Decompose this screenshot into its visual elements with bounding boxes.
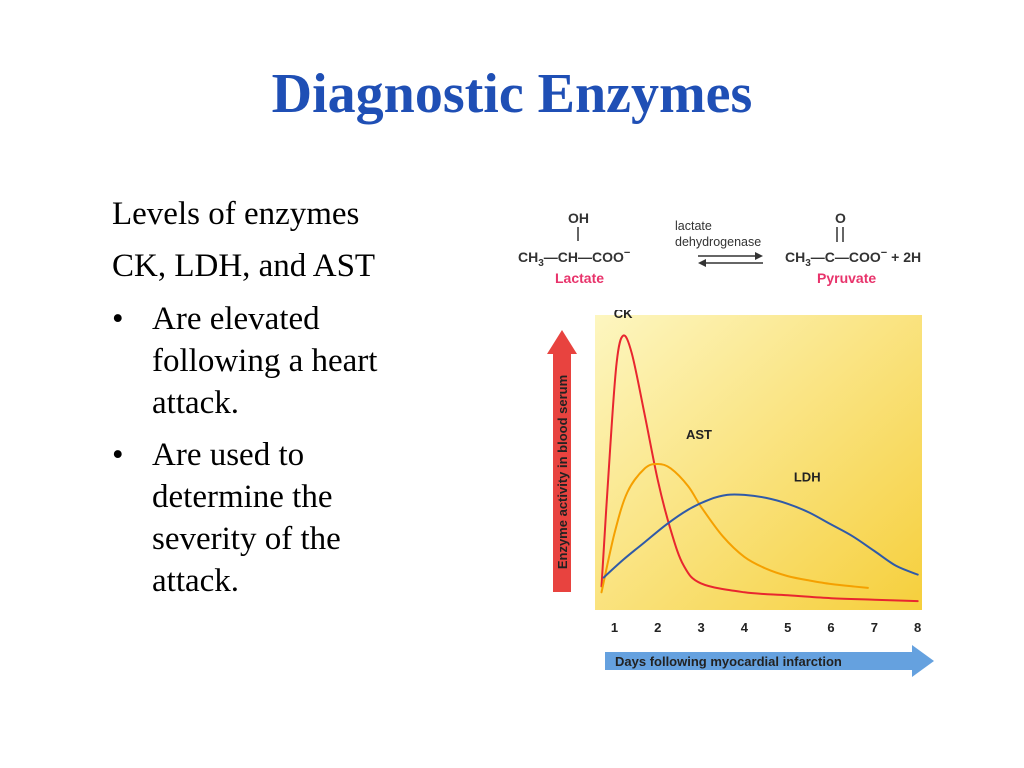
slide-title: Diagnostic Enzymes — [271, 63, 753, 125]
bullet-1-line-2: following a heart — [152, 343, 378, 379]
intro-line-2: CK, LDH, and AST — [112, 248, 376, 284]
y-axis-label: Enzyme activity in blood serum — [555, 375, 570, 569]
x-tick-label: 7 — [871, 620, 878, 635]
x-arrow-head — [912, 645, 934, 677]
bullet-1-line-3: attack. — [152, 385, 240, 421]
x-tick-label: 1 — [611, 620, 618, 635]
intro-line-1: Levels of enzymes — [112, 196, 360, 232]
bullet-list: • Are elevated following a heart attack.… — [112, 298, 452, 602]
lactate-formula-rest: —CH—COO — [544, 249, 624, 265]
bullet-dot: • — [112, 437, 124, 473]
x-tick-label: 6 — [827, 620, 834, 635]
x-tick-label: 8 — [914, 620, 921, 635]
series-label-ast: AST — [686, 427, 712, 442]
series-group — [600, 334, 919, 603]
x-tick-label: 3 — [697, 620, 704, 635]
pyruvate-formula-2h: + 2H — [887, 249, 921, 265]
x-tick-labels: 1 2 3 4 5 6 7 8 — [611, 620, 921, 635]
series-label-ldh: LDH — [794, 470, 821, 485]
bullet-2-line-2: determine the — [152, 479, 333, 515]
bullet-1-line-1: Are elevated — [152, 301, 320, 337]
x-axis-label: Days following myocardial infarction — [615, 654, 842, 669]
lactate-formula-sub: 3 — [538, 258, 544, 269]
bullet-2-line-4: attack. — [152, 563, 240, 599]
reaction-diagram: OH CH3—CH—COO− Lactate lactate dehydroge… — [518, 210, 921, 286]
pyruvate-formula-ch: CH — [785, 249, 805, 265]
x-arrow-shaft — [605, 652, 912, 670]
pyruvate-name: Pyruvate — [817, 270, 876, 286]
y-arrow-shaft — [553, 352, 571, 592]
series-label-ck: CK — [614, 310, 633, 321]
plot-area-background — [595, 315, 922, 610]
x-axis-arrow — [605, 645, 934, 677]
lactate-name: Lactate — [555, 270, 604, 286]
bullet-dot: • — [112, 301, 124, 337]
series-line-ast — [600, 462, 869, 594]
pyruvate-formula-rest: —C—COO — [811, 249, 881, 265]
enzyme-name-line-2: dehydrogenase — [675, 235, 761, 249]
series-label-group: CK AST LDH — [614, 310, 821, 485]
enzyme-name-line-1: lactate — [675, 219, 712, 233]
y-axis-arrow — [547, 330, 577, 592]
bullet-item-1: • Are elevated following a heart attack. — [112, 298, 452, 424]
bullet-2-line-3: severity of the — [152, 521, 341, 557]
pyruvate-formula-sub: 3 — [805, 258, 811, 269]
x-tick-label: 5 — [784, 620, 791, 635]
enzyme-activity-chart: Enzyme activity in blood serum CKASTLDH … — [547, 310, 934, 677]
pyruvate-formula-charge: − — [881, 247, 887, 259]
x-tick-label: 2 — [654, 620, 661, 635]
body-text: Levels of enzymes CK, LDH, and AST • Are… — [112, 194, 452, 612]
pyruvate-formula: CH3—C—COO− + 2H — [785, 247, 921, 269]
lactate-formula: CH3—CH—COO− — [518, 247, 630, 269]
series-line-ldh — [602, 493, 919, 579]
pyruvate-o-label: O — [835, 210, 846, 226]
y-arrow-head — [547, 330, 577, 354]
series-line-ck — [600, 334, 919, 603]
equilibrium-arrows-icon — [698, 252, 763, 267]
bullet-item-2: • Are used to determine the severity of … — [112, 434, 452, 602]
lactate-oh-label: OH — [568, 210, 589, 226]
lactate-formula-charge: − — [624, 247, 630, 259]
bullet-2-line-1: Are used to — [152, 437, 305, 473]
lactate-formula-ch: CH — [518, 249, 538, 265]
x-tick-label: 4 — [741, 620, 749, 635]
